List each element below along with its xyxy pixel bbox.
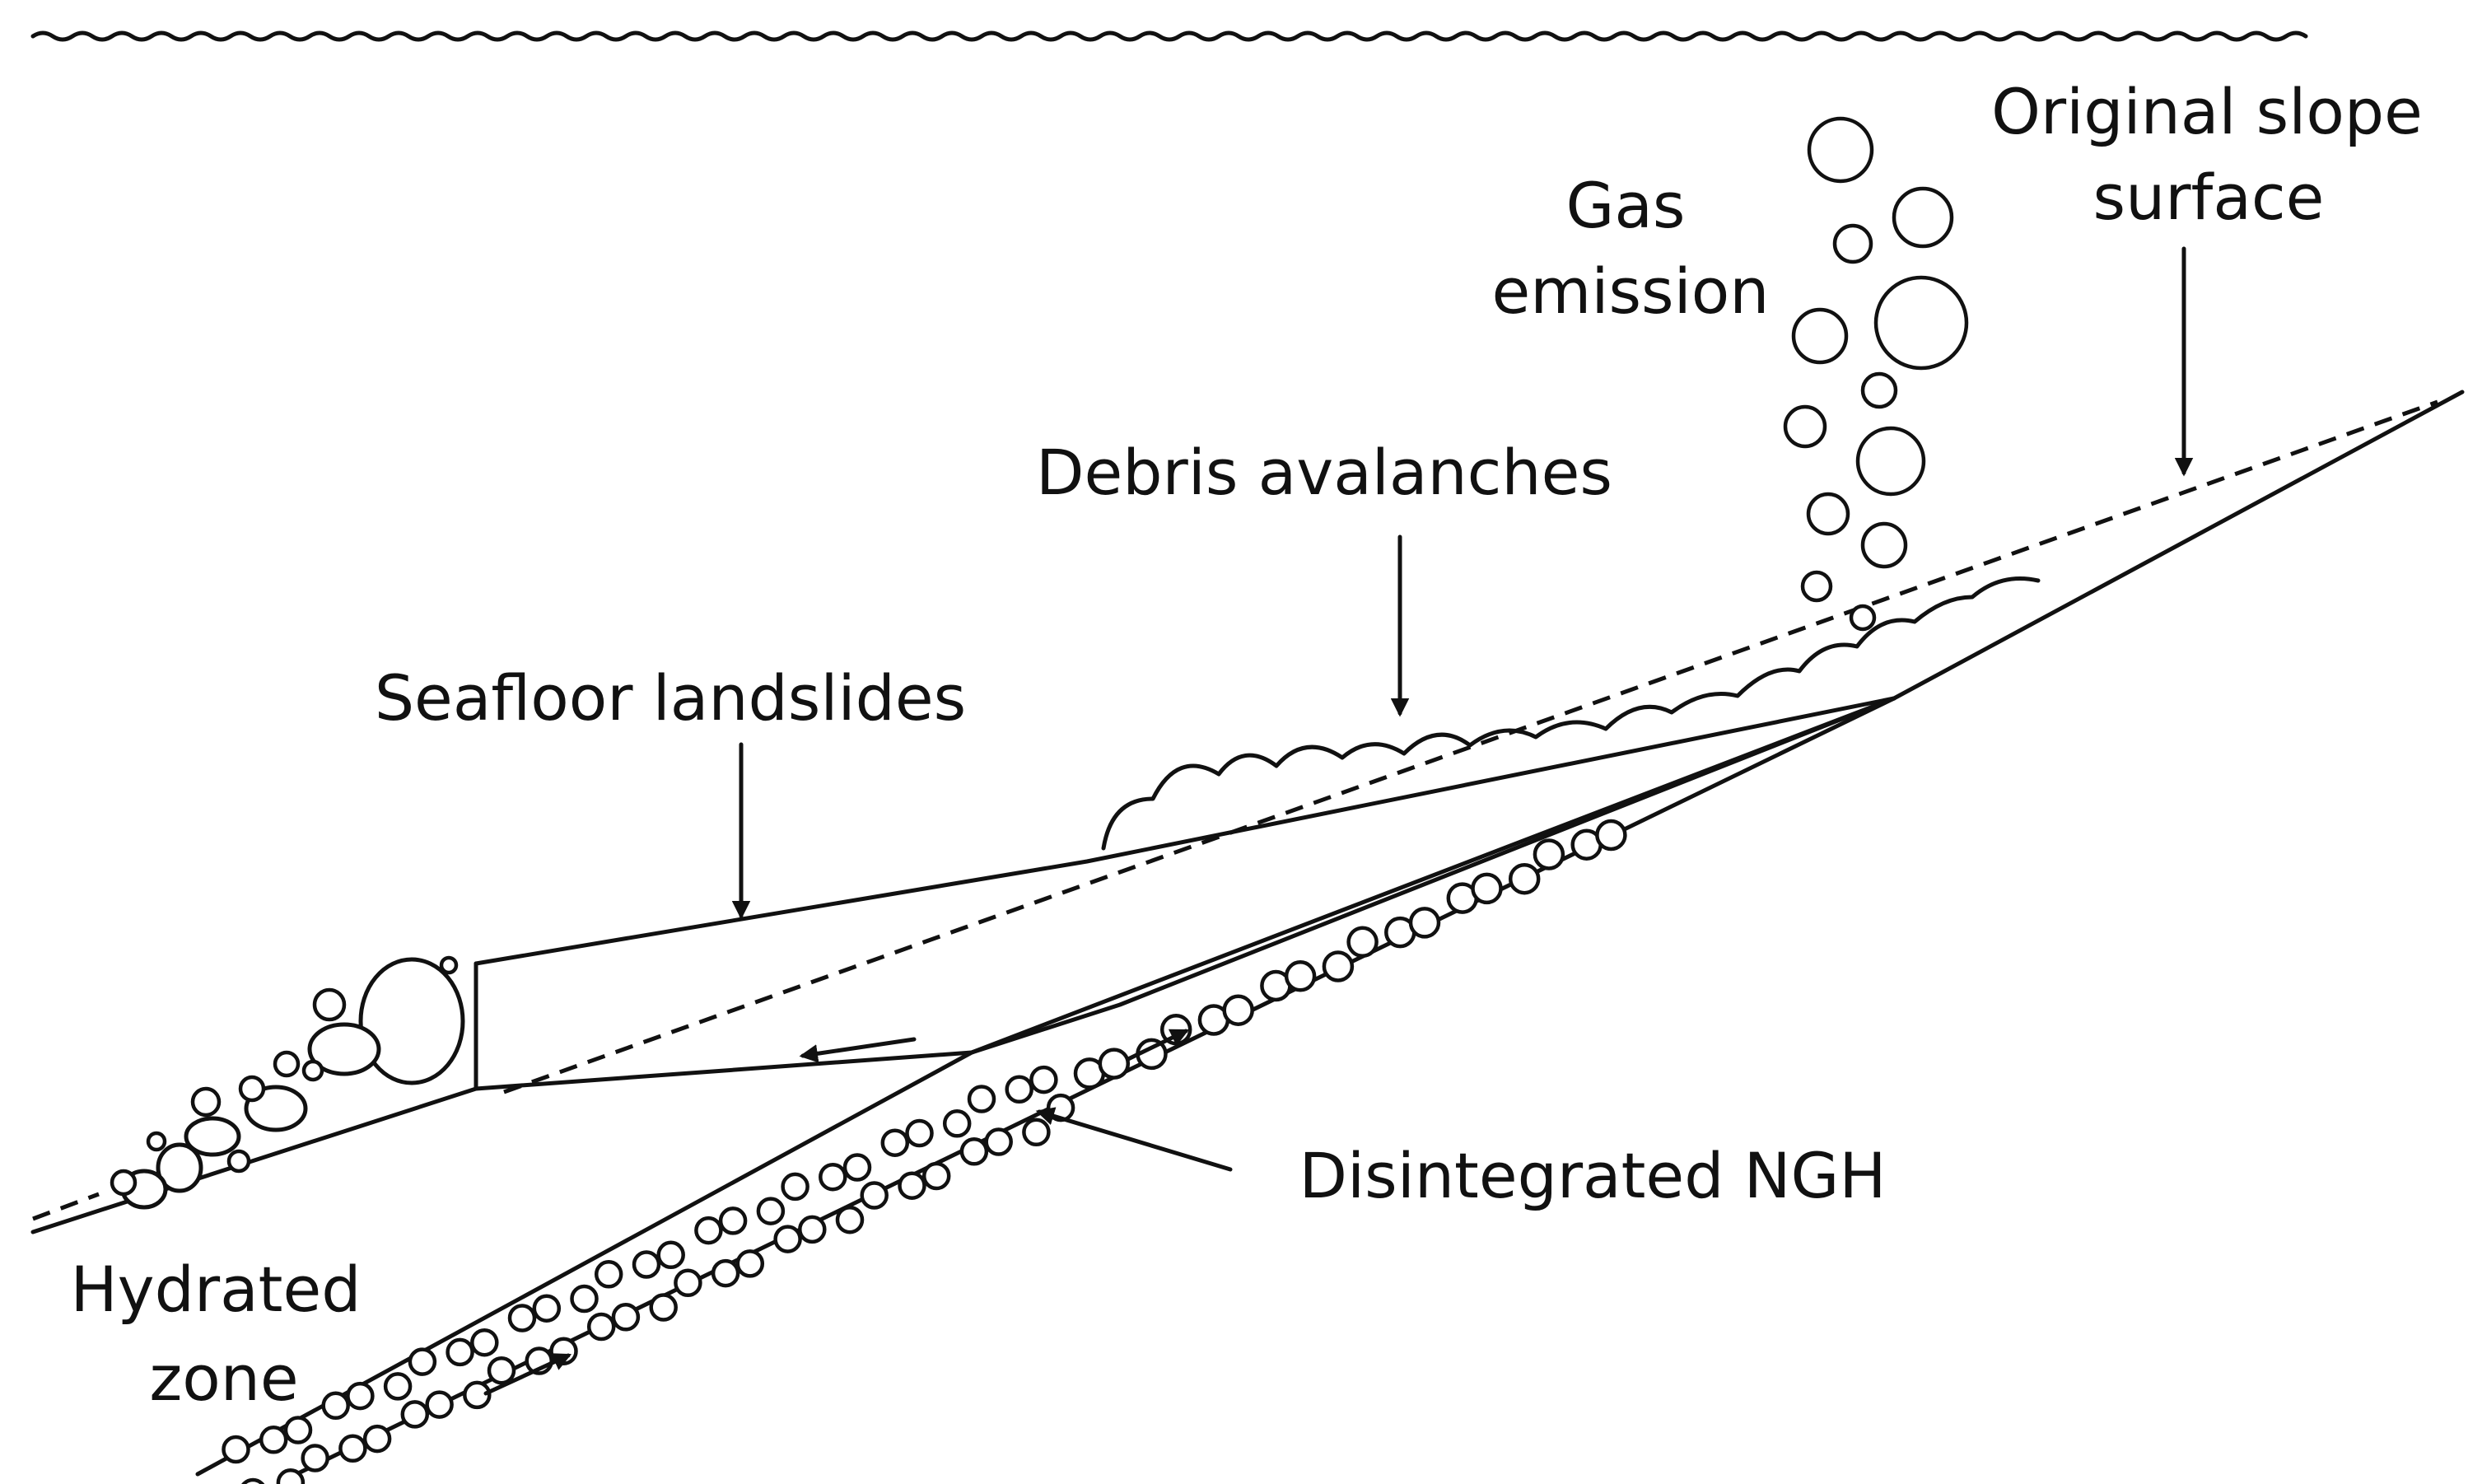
hydrate-bubble — [1471, 872, 1503, 905]
original-slope-label-line2: surface — [2093, 161, 2325, 234]
hydrate-bubble — [1595, 819, 1627, 852]
hydrate-bubble — [735, 1249, 765, 1278]
hydrate-bubble — [984, 1127, 1013, 1156]
hydrate-bubble — [781, 1172, 809, 1202]
hydrate-bubble — [674, 1268, 702, 1298]
hydrate-bubble — [959, 1137, 989, 1166]
hydrate-bubble — [463, 1380, 492, 1410]
disintegrated-ngh-pointer — [1035, 1107, 1233, 1172]
debris-avalanche-outline — [1101, 576, 2041, 851]
hydrate-bubble — [283, 1416, 313, 1444]
hydrate-bubble — [400, 1400, 430, 1429]
slide-block-base — [474, 696, 1896, 1091]
hydrate-bubble — [798, 1215, 827, 1244]
debris-avalanches-label: Debris avalanches — [1036, 436, 1612, 509]
hydrate-bubble — [718, 1206, 748, 1235]
gas-flow-arrow-upper — [1126, 1029, 1190, 1062]
original-slope-dashed-line — [503, 399, 2438, 1094]
hydrate-bubble — [1322, 950, 1355, 982]
hydrate-bubble — [1346, 926, 1379, 959]
hydrate-bubble — [898, 1171, 926, 1200]
hydrate-bubble — [346, 1381, 375, 1411]
hydrate-bubble — [921, 1161, 951, 1191]
hydrate-bubble — [860, 1181, 889, 1210]
hydrate-bubble — [222, 1435, 250, 1464]
hydrate-bubble — [594, 1260, 623, 1289]
hydrate-bubble — [694, 1216, 723, 1245]
hydrate-bubble — [507, 1304, 537, 1332]
toe-rubble — [110, 955, 465, 1210]
hydrate-bubble — [835, 1205, 865, 1234]
hydrate-bubble — [570, 1284, 599, 1314]
hydrate-bubble — [470, 1328, 499, 1357]
hydrate-bubble — [819, 1162, 847, 1192]
hydrate-bubble — [362, 1424, 392, 1454]
hydrate-bubble — [446, 1337, 474, 1367]
hydrate-bubbles — [222, 819, 1627, 1484]
hydrate-bubble — [842, 1153, 872, 1182]
hydrate-bubble — [756, 1197, 786, 1225]
hydrate-bubble — [649, 1293, 678, 1322]
hydrate-band-upper — [195, 696, 1896, 1477]
hydrate-bubble — [487, 1356, 516, 1385]
hydrate-bubble — [383, 1372, 413, 1401]
gas-flow-arrow-lower — [483, 1353, 572, 1396]
hydrate-bubble — [338, 1434, 367, 1463]
hydrated-zone-label-line1: Hydrated — [71, 1253, 362, 1326]
hydrate-bubble — [656, 1240, 685, 1270]
hydrate-bubble — [1029, 1065, 1058, 1094]
hydrate-bubble — [611, 1303, 641, 1332]
hydrate-bubble — [1408, 907, 1441, 939]
gas-emission-label-line1: Gas — [1565, 169, 1685, 242]
hydrate-bubble — [532, 1294, 562, 1323]
hydrate-bubble — [241, 1477, 265, 1484]
hydrate-bubble — [1533, 838, 1565, 870]
hydrate-bubble — [1508, 862, 1541, 895]
hydrate-bubble — [1022, 1118, 1051, 1147]
gas-emission-label-line2: emission — [1492, 254, 1770, 328]
original-slope-label-line1: Original slope — [1991, 75, 2423, 148]
hydrate-bubble — [276, 1468, 306, 1484]
hydrate-bubble — [632, 1250, 661, 1279]
hydrate-bubble — [773, 1225, 802, 1253]
hydrate-bubble — [586, 1312, 616, 1342]
slide-block-top — [474, 696, 1896, 966]
hydrate-bubble — [259, 1426, 288, 1454]
slide-direction-arrow — [799, 1037, 917, 1063]
hydrate-bubble — [942, 1109, 972, 1138]
sea-surface-line — [30, 30, 2308, 42]
hydrate-bubble — [1222, 994, 1254, 1026]
gas-bubbles — [1783, 116, 1969, 632]
hydrate-bubble — [321, 1391, 350, 1421]
hydrate-bubble — [408, 1347, 437, 1376]
hydrate-bubble — [425, 1390, 454, 1419]
hydrate-bubble — [301, 1444, 329, 1472]
hydrate-bubble — [711, 1258, 740, 1288]
hydrate-bubble — [967, 1085, 996, 1113]
original-slope-left-dash — [32, 1192, 100, 1221]
hydrate-bubble — [880, 1128, 910, 1157]
hydrated-zone-label-line2: zone — [149, 1342, 298, 1415]
disintegrated-ngh-label: Disintegrated NGH — [1299, 1139, 1887, 1212]
seafloor-line — [30, 390, 2465, 1234]
hydrate-bubble — [1284, 960, 1317, 992]
hydrate-bubble — [1098, 1048, 1131, 1080]
hydrate-bubble — [905, 1118, 934, 1148]
hydrate-bubble — [1005, 1075, 1033, 1104]
seafloor-landslides-label: Seafloor landslides — [375, 661, 966, 735]
